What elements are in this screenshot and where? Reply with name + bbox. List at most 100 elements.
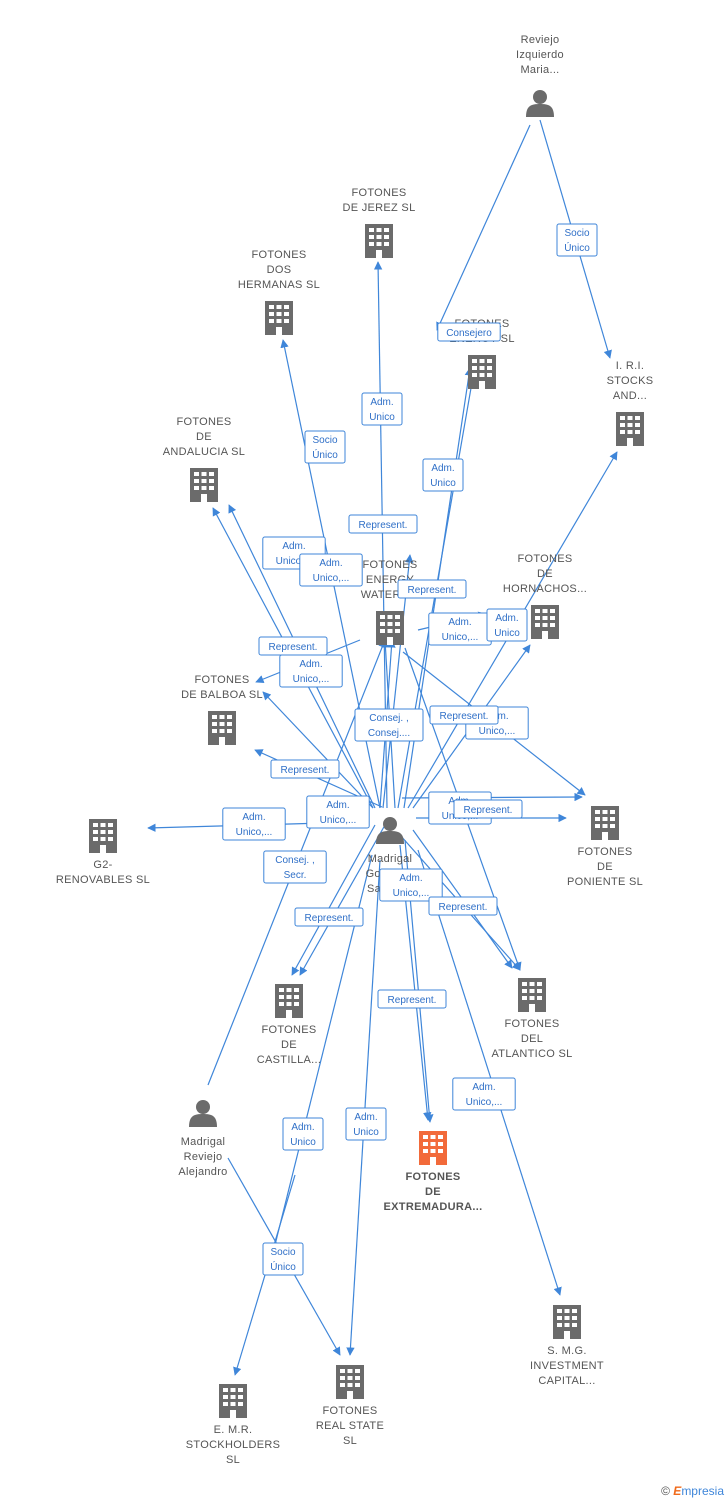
edge-label-text: Unico,... [236,827,273,838]
edge-label-represent-poniente-1[interactable]: Represent. [429,705,499,725]
edge-label-text: Adm. [370,397,393,408]
edge-label-represent-water[interactable]: Represent. [397,579,467,599]
edge-label-text: Unico,... [313,573,350,584]
person-icon [376,817,404,844]
brand-initial: E [673,1484,682,1498]
node-label-line: FOTONES [504,1018,559,1030]
edge-label-adm-unico-g2[interactable]: Adm.Unico,... [222,807,286,841]
edge-label-text: Unico,... [276,556,313,567]
node-iri[interactable]: I. R.I.STOCKSAND... [607,360,654,446]
edge-label-adm-unico-balboa[interactable]: Adm.Unico,... [279,654,343,688]
node-label-line: DE BALBOA SL [181,689,263,701]
edge-label-text: Secr. [284,870,307,881]
edge-label-represent-extremadura[interactable]: Represent. [377,989,447,1009]
node-label-line: Reviejo [521,34,560,46]
edge-label-text: Adm. [431,463,454,474]
node-label-line: FOTONES [176,416,231,428]
node-label-line: CASTILLA... [257,1054,321,1066]
node-label-line: FOTONES [194,674,249,686]
edge-label-represent-energy[interactable]: Represent. [348,514,418,534]
edge-label-box [262,1242,304,1276]
edge-label-box [222,807,286,841]
node-label-line: DE [196,431,212,443]
node-reviejo-maria[interactable]: ReviejoIzquierdoMaria... [516,34,564,117]
node-hornachos[interactable]: FOTONESDEHORNACHOS... [503,553,587,639]
node-label-line: FOTONES [517,553,572,565]
node-balboa[interactable]: FOTONES DE BALBOA SL [181,674,263,745]
edge-label-adm-unico-jerez[interactable]: Adm.Unico [361,392,403,426]
edge-label-text: Único [564,241,590,254]
edge-label-adm-unico-energy[interactable]: Adm.Unico [422,458,464,492]
edge-label-adm-unico-real[interactable]: Adm.Unico [345,1107,387,1141]
edge-label-text: Represent. [439,902,488,913]
edge-label-box [304,430,346,464]
brand-footer[interactable]: © Empresia [661,1484,724,1498]
node-label-line: DE JEREZ SL [343,202,416,214]
node-label-line: FOTONES [405,1171,460,1183]
edge-label-adm-unico-emr[interactable]: Adm.Unico [282,1117,324,1151]
edge-label-text: Unico,... [293,674,330,685]
edge-label-adm-unico-hornachos-2[interactable]: Adm.Unico [486,608,528,642]
edge-label-text: Represent. [388,995,437,1006]
node-label-line: STOCKS [607,375,654,387]
edge-label-box [299,553,363,587]
edge-label-represent-balboa[interactable]: Represent. [258,636,328,656]
building-icon [419,1131,447,1165]
edge-label-box [452,1077,516,1111]
node-label-line: STOCKHOLDERS [186,1439,280,1451]
edge-label-box [486,608,528,642]
edge-label-text: Represent. [305,913,354,924]
node-label-line: FOTONES [577,846,632,858]
edge-label-represent-poniente-2[interactable]: Represent. [453,799,523,819]
edge-label-adm-unico-atlantico[interactable]: Adm.Unico,... [379,868,443,902]
copyright-icon: © [661,1484,670,1498]
node-extremadura[interactable]: FOTONESDEEXTREMADURA... [384,1131,483,1213]
edge-label-consej-consej[interactable]: Consej. ,Consej.... [354,708,424,742]
node-castilla[interactable]: FOTONESDECASTILLA... [257,984,321,1066]
building-icon [616,412,644,446]
edge-label-box [282,1117,324,1151]
edge-label-box [379,868,443,902]
edge-label-adm-unico-g2-2[interactable]: Adm.Unico,... [306,795,370,829]
edge-label-consejero-energy[interactable]: Consejero [437,322,501,342]
edge-label-box [345,1107,387,1141]
node-smg[interactable]: S. M.G.INVESTMENTCAPITAL... [530,1305,604,1387]
node-label-line: FOTONES [251,249,306,261]
node-label-line: AND... [613,390,647,402]
node-label-line: HERMANAS SL [238,279,320,291]
brand-name: mpresia [681,1484,724,1498]
edge-label-represent-balboa-2[interactable]: Represent. [270,759,340,779]
edge-label-represent-atlantico[interactable]: Represent. [428,896,498,916]
node-g2[interactable]: G2-RENOVABLES SL [56,819,150,886]
edge-label-text: Unico [353,1127,379,1138]
edge-label-adm-unico-andalucia-2[interactable]: Adm. Unico,... [299,553,363,587]
edge-label-text: Socio [312,435,337,446]
edge-label-text: Socio [270,1247,295,1258]
building-icon [376,611,404,645]
edge-label-box [263,850,327,884]
edge-label-adm-unico-hornachos-1[interactable]: Adm.Unico,... [428,612,492,646]
edge-label-text: Adm. [319,558,342,569]
node-label-line: PONIENTE SL [567,876,643,888]
node-label-line: FOTONES [261,1024,316,1036]
edge-label-text: Represent. [408,585,457,596]
edge-label-consej-secr[interactable]: Consej. ,Secr. [263,850,327,884]
edge-label-represent-castilla[interactable]: Represent. [294,907,364,927]
edge-label-box [377,989,447,1009]
edge-label-text: Unico [494,628,520,639]
edge-label-adm-unico-smg[interactable]: Adm.Unico,... [452,1077,516,1111]
edge-label-text: Unico,... [393,888,430,899]
edge-label-text: Represent. [359,520,408,531]
